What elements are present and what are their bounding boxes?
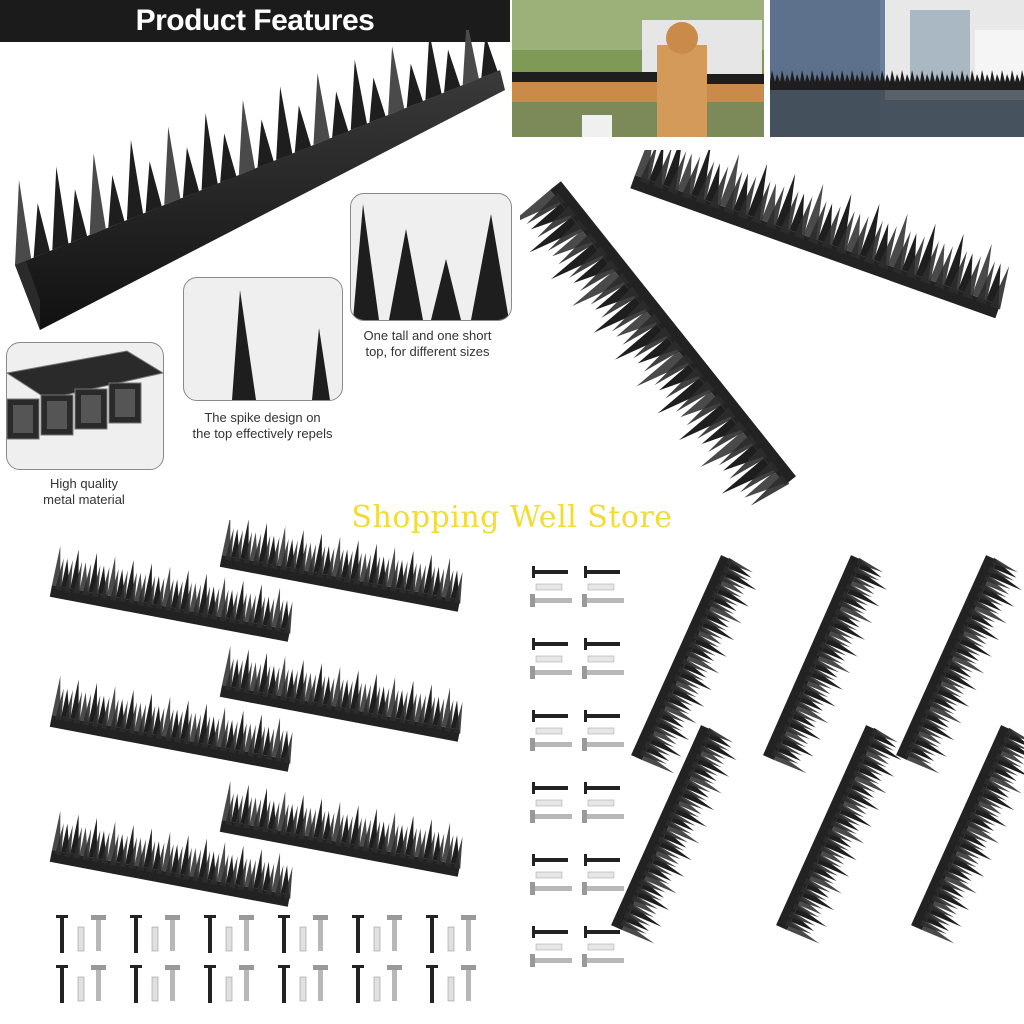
spike-strip <box>219 645 463 742</box>
product-features-panel: Product Features High quality metal mate… <box>0 0 512 510</box>
sizes-caption: One tall and one short top, for differen… <box>363 328 492 359</box>
spike-strip <box>219 780 463 877</box>
spike-design-caption: The spike design on the top effectively … <box>192 410 333 441</box>
spike-strip <box>630 150 1010 319</box>
six-strip-set <box>0 520 512 1024</box>
spike-strip <box>49 545 293 642</box>
material-caption: High quality metal material <box>43 476 125 507</box>
spike-design-inset <box>183 277 343 401</box>
spike-strip <box>49 675 293 772</box>
spike-strip <box>631 555 757 774</box>
spike-strip <box>763 555 888 774</box>
spike-strip <box>520 181 796 506</box>
spike-strip <box>219 520 463 612</box>
store-watermark: Shopping Well Store <box>351 500 673 535</box>
spike-strip <box>611 725 737 944</box>
tall-short-spikes-icon <box>353 204 509 320</box>
spike-strip <box>49 810 293 907</box>
screw-column <box>530 566 624 967</box>
screw-set <box>56 915 476 1003</box>
wooden-railing-photo <box>512 0 764 137</box>
spike-strip <box>776 725 902 944</box>
balcony-railing-photo <box>770 0 1024 137</box>
spike-strip <box>896 555 1022 774</box>
square-tube-icon <box>7 350 163 440</box>
features-title: Product Features <box>135 4 375 37</box>
sizes-inset <box>350 193 512 321</box>
material-inset <box>6 342 164 470</box>
spike-closeup-icon <box>232 290 330 400</box>
spike-strip <box>911 725 1024 944</box>
two-strip-view <box>520 150 1024 510</box>
main-spike-strip <box>15 30 505 330</box>
vertical-strips-set <box>512 520 1024 1024</box>
features-banner <box>0 0 510 42</box>
